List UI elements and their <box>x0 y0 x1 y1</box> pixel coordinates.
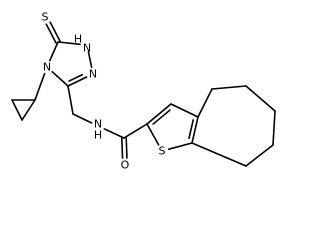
bond-th_C3a-th_C8a <box>191 116 199 144</box>
bond-hp7-hp8 <box>245 144 274 167</box>
bond-layer <box>11 21 276 167</box>
bond-hp4-hp5 <box>211 85 247 90</box>
bond-hp5-hp6 <box>245 85 276 112</box>
bond-th_C2-th_C3-inner <box>152 109 171 125</box>
bond-CH2-NH <box>72 113 93 124</box>
bond-C3-N4 <box>51 70 69 87</box>
bond-S_thione-C5-a <box>45 23 57 44</box>
bond-C3-CH2 <box>67 85 74 115</box>
bond-th_S-th_C2 <box>146 123 160 146</box>
atom-label-nh-0: N <box>94 118 102 131</box>
bond-N4-C5 <box>49 41 59 62</box>
bond-Camide-O-b <box>125 137 128 159</box>
bond-hp6-hp7 <box>272 110 276 146</box>
atom-label-n1-0: H <box>74 33 82 46</box>
atom-label-n1-1: N <box>83 42 91 55</box>
atom-label-nh-1: H <box>94 129 102 142</box>
bond-th_C3a-hp4 <box>197 88 213 118</box>
bond-hp8-th_C8a <box>191 142 247 167</box>
atom-label-th_s: S <box>159 145 166 158</box>
bond-Camide-O-a <box>121 137 124 159</box>
bond-N4-cp1 <box>34 72 46 101</box>
bond-S_thione-C5-b <box>49 21 61 42</box>
bond-th_C2-th_C3 <box>146 103 172 125</box>
bond-N2-C3 <box>67 76 88 87</box>
bond-th_C8a-th_S <box>167 142 193 150</box>
bond-th_C3a-th_C8a-inner <box>188 119 194 139</box>
atom-label-s_thione: S <box>42 11 49 24</box>
bond-N1-N2 <box>87 51 93 68</box>
atom-label-n4: N <box>43 61 51 74</box>
bond-Camide-th_C2 <box>123 123 148 139</box>
bond-N2-C3-inner <box>68 73 83 82</box>
bond-C5-N1 <box>57 41 81 46</box>
bond-NH-Camide <box>103 128 125 139</box>
atom-label-n2: N <box>89 68 97 81</box>
bond-cp3-cp1 <box>21 99 36 121</box>
bond-th_C3-th_C3a <box>170 103 199 118</box>
bond-cp2-cp3 <box>11 99 23 121</box>
atom-label-o: O <box>121 159 130 172</box>
